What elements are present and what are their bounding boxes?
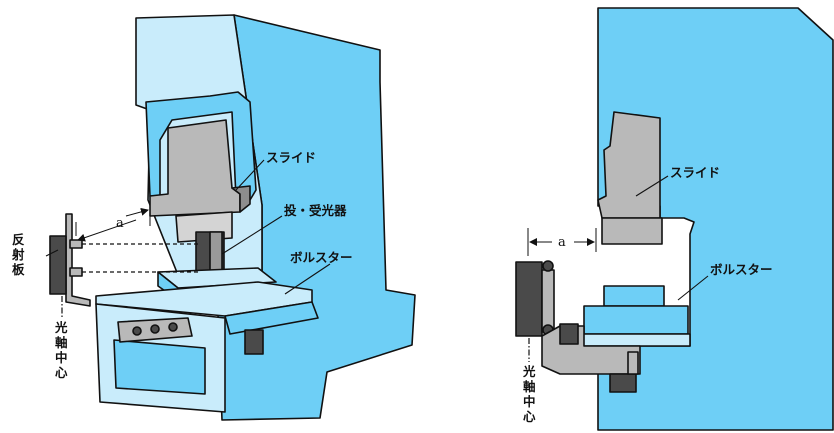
svg-text:中: 中 (55, 350, 68, 365)
right-label-slide: スライド (670, 165, 720, 180)
svg-text:心: 心 (55, 365, 68, 380)
right-reflector-plate (515, 261, 543, 337)
left-label-sensor: 投・受光器 (284, 203, 347, 218)
left-dim-a: a (116, 216, 124, 231)
left-label-bolster: ボルスター (290, 250, 353, 265)
svg-text:軸: 軸 (523, 379, 536, 394)
right-bolster-top (603, 285, 665, 307)
left-label-optical-axis: 光 軸 中 心 (54, 320, 68, 380)
right-label-optical-axis: 光 軸 中 心 (522, 364, 536, 424)
svg-text:射: 射 (11, 247, 25, 262)
svg-text:板: 板 (12, 262, 25, 277)
svg-text:光: 光 (522, 364, 536, 379)
svg-text:軸: 軸 (55, 335, 68, 350)
right-press-illustration (515, 7, 834, 431)
svg-text:光: 光 (54, 320, 68, 335)
svg-text:反: 反 (12, 232, 25, 247)
left-label-slide: スライド (266, 150, 316, 165)
svg-text:心: 心 (523, 409, 536, 424)
left-reflector-plate (49, 235, 67, 295)
right-slide (597, 111, 661, 219)
right-bolster (583, 305, 689, 335)
svg-text:中: 中 (523, 394, 536, 409)
left-press-illustration (45, 14, 416, 421)
right-ram-block (601, 217, 663, 245)
left-reflector-bracket (65, 213, 91, 307)
left-label-reflector: 反 射 板 (11, 232, 25, 277)
right-label-bolster: ボルスター (710, 262, 773, 277)
right-dim-a: a (558, 235, 566, 250)
